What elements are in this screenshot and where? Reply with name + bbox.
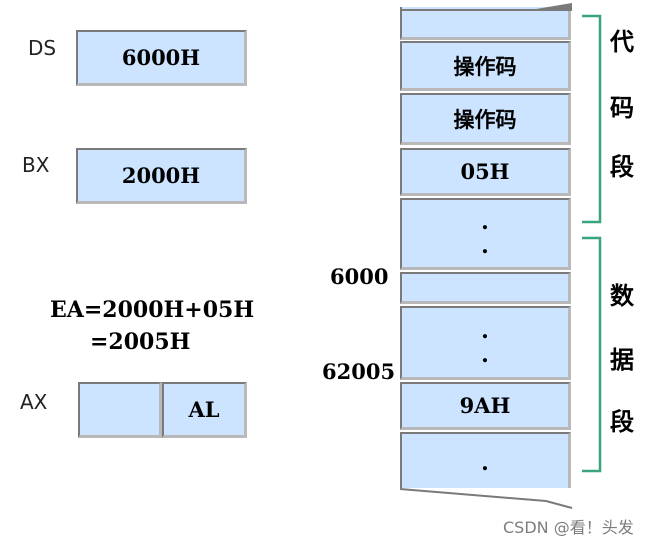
code-segment-bracket (582, 14, 602, 224)
bx-value: 2000H (121, 163, 201, 188)
segment-brackets (582, 14, 602, 473)
memory-cell-9ah: 9AH (400, 382, 571, 430)
data-segment-bracket (582, 236, 602, 473)
memory-9ah-text: 9AH (459, 393, 511, 418)
code-segment-char-2: 码 (610, 94, 634, 122)
ds-value: 6000H (121, 45, 201, 70)
bx-register-box: 2000H (76, 148, 247, 204)
ah-register-box (78, 382, 162, 438)
ellipsis-dots: . (481, 450, 489, 476)
ellipsis-dots: . . (481, 317, 489, 368)
opcode-1-text: 操作码 (453, 53, 517, 79)
code-segment-char-1: 代 (610, 28, 634, 56)
memory-cell-ellipsis-1: . . (400, 198, 571, 270)
memory-cell-opcode-1: 操作码 (400, 41, 571, 91)
dot: . (481, 317, 489, 344)
memory-cell-6000 (400, 272, 571, 304)
ea-result: =2005H (90, 329, 191, 355)
ds-register-box: 6000H (76, 30, 247, 86)
ds-label: DS (28, 36, 57, 60)
memory-cell-05h: 05H (400, 148, 571, 196)
ellipsis-dots: . . (481, 208, 489, 259)
dot: . (481, 232, 489, 259)
ax-label: AX (20, 390, 48, 414)
dot: . (481, 450, 489, 476)
data-segment-char-1: 数 (610, 282, 634, 310)
dot: . (481, 208, 489, 235)
al-register-box: AL (162, 382, 247, 438)
memory-cell-top (400, 7, 571, 40)
torn-edge-bottom (399, 488, 573, 509)
opcode-2-text: 操作码 (453, 106, 517, 132)
data-segment-char-3: 段 (610, 408, 634, 436)
ea-formula: EA=2000H+05H (50, 297, 255, 323)
address-62005: 62005 (322, 359, 396, 384)
memory-torn-edges (399, 3, 573, 509)
memory-cell-ellipsis-2: . . (400, 306, 571, 380)
data-segment-char-2: 据 (610, 346, 634, 374)
code-segment-char-3: 段 (610, 153, 634, 181)
dot: . (481, 341, 489, 368)
memory-cell-bottom: . (400, 432, 571, 492)
address-6000: 6000 (330, 264, 389, 289)
al-label: AL (188, 397, 220, 422)
watermark: CSDN @看！头发 (503, 518, 634, 537)
bx-label: BX (22, 153, 50, 177)
memory-cell-opcode-2: 操作码 (400, 93, 571, 145)
torn-edge-top (400, 3, 572, 11)
memory-05h-text: 05H (460, 159, 510, 184)
